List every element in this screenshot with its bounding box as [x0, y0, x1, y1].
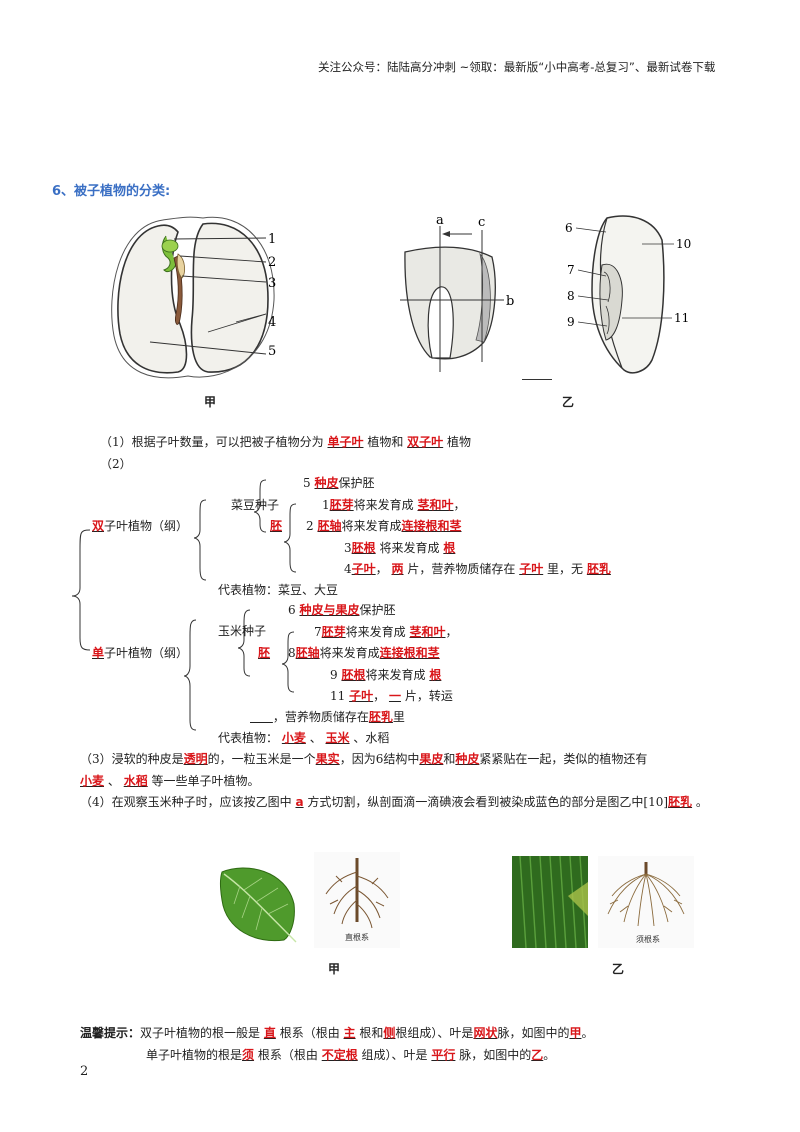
- dicot-line-5: 5 种皮保护胚: [303, 476, 375, 490]
- bean-label-5: 5: [268, 344, 276, 359]
- fibrous-root-label: 须根系: [636, 934, 660, 944]
- monocot-representatives: 代表植物： 小麦 、 玉米 、水稻: [218, 731, 390, 745]
- monocot-line-6: 6 种皮与果皮保护胚: [288, 603, 396, 617]
- dicot-line-4: 4子叶， 两 片，营养物质储存在 子叶 里，无 胚乳: [344, 562, 611, 576]
- taproot-label: 直根系: [345, 932, 369, 942]
- monocot-embryo-label: 胚: [258, 646, 271, 660]
- page-header: 关注公众号：陆陆高分冲刺 ~领取：最新版“小中高考-总复习”、最新试卷下载: [318, 60, 716, 74]
- corn-section-diagram: 6 10 7 8 9 11: [565, 215, 691, 374]
- dicot-representatives: 代表植物：菜豆、大豆: [218, 583, 339, 597]
- parallel-vein-leaf-image: [512, 856, 588, 948]
- fibrous-root-image: 须根系: [598, 856, 694, 948]
- answer-dicot: 双子叶: [407, 435, 444, 449]
- monocot-line-7: 7胚芽将来发育成 茎和叶，: [314, 625, 458, 639]
- question-1: （1）根据子叶数量，可以把被子植物分为 单子叶 植物和 双子叶 植物: [100, 435, 472, 449]
- question-2-label: （2）: [100, 457, 132, 471]
- dicot-heading: 双子叶植物（纲）: [92, 519, 189, 533]
- net-vein-leaf-image: [220, 867, 297, 943]
- corn-label-9: 9: [567, 315, 575, 329]
- corn-label-6: 6: [565, 221, 573, 235]
- monocot-line-11: 11 子叶， 一 片，转运: [330, 689, 453, 703]
- dicot-seed-label: 菜豆种子: [231, 498, 280, 512]
- figure-2-caption-right: 乙: [612, 962, 625, 976]
- corn-label-10: 10: [676, 237, 691, 251]
- question-3-line-1: （3）浸软的种皮是透明的，一粒玉米是一个果实，因为6结构中果皮和种皮紧紧贴在一起…: [80, 752, 648, 766]
- corn-label-8: 8: [567, 289, 575, 303]
- dicot-embryo-label: 胚: [270, 519, 283, 533]
- corn-label-11: 11: [674, 311, 689, 325]
- bean-label-4: 4: [268, 315, 276, 330]
- dicot-line-1: 1胚芽将来发育成 茎和叶，: [322, 498, 466, 512]
- answer-monocot: 单子叶: [327, 435, 364, 449]
- classification-brackets: [71, 479, 297, 731]
- question-4: （4）在观察玉米种子时，应该按乙图中 a 方式切割，纵剖面滴一滴碘液会看到被染成…: [80, 795, 708, 809]
- question-3-line-2: 小麦 、 水稻 等一些单子叶植物。: [80, 774, 260, 788]
- bean-label-3: 3: [268, 276, 276, 291]
- corn-label-7: 7: [567, 263, 575, 277]
- bean-seed-diagram: 1 2 3 4 5: [111, 216, 276, 379]
- monocot-line-8: 8胚轴将来发育成连接根和茎: [288, 646, 440, 660]
- tip-line-1: 温馨提示：双子叶植物的根一般是 直 根系（根由 主 根和侧根组成）、叶是网状脉，…: [80, 1026, 594, 1040]
- monocot-heading: 单子叶植物（纲）: [92, 646, 189, 660]
- tip-line-2: 单子叶植物的根是须 根系（根由 不定根 组成）、叶是 平行 脉，如图中的乙。: [146, 1048, 556, 1062]
- bean-label-1: 1: [268, 232, 276, 247]
- monocot-line-9: 9 胚根将来发育成 根: [330, 668, 442, 682]
- figure-2-caption-left: 甲: [328, 962, 341, 976]
- monocot-seed-label: 玉米种子: [218, 624, 267, 638]
- dicot-line-3: 3胚根 将来发育成 根: [344, 541, 456, 555]
- monocot-line-10: ，营养物质储存在胚乳里: [272, 710, 405, 724]
- bean-label-2: 2: [268, 255, 276, 270]
- corn-label-b: b: [506, 294, 514, 309]
- section-title: 6、被子植物的分类:: [52, 184, 171, 199]
- page-number: 2: [80, 1064, 89, 1079]
- corn-caption: 乙: [562, 395, 575, 409]
- corn-label-a: a: [436, 213, 444, 228]
- dicot-line-2: 2 胚轴将来发育成连接根和茎: [306, 519, 462, 533]
- taproot-image: 直根系: [314, 852, 400, 948]
- corn-label-c: c: [478, 215, 485, 230]
- blank-line: [522, 379, 552, 380]
- corn-cut-diagram: a c b: [400, 213, 514, 372]
- bean-caption: 甲: [204, 395, 217, 409]
